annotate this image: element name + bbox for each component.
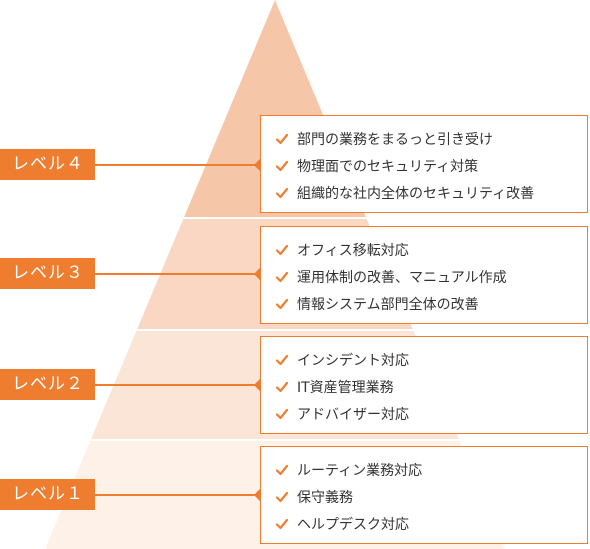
level-1-label: レベル１ [0,479,95,510]
check-icon [275,187,289,198]
list-item: 組織的な社内全体のセキュリティ改善 [275,179,587,206]
level-3-box: オフィス移転対応 運用体制の改善、マニュアル作成 情報システム部門全体の改善 [260,226,588,324]
list-item: 部門の業務をまるっと引き受け [275,125,587,152]
item-text: 運用体制の改善、マニュアル作成 [297,269,507,286]
level-2-connector [95,377,269,393]
list-item: アドバイザー対応 [275,400,587,427]
list-item: オフィス移転対応 [275,236,587,263]
list-item: 情報システム部門全体の改善 [275,290,587,317]
check-icon [275,518,289,529]
item-text: 物理面でのセキュリティ対策 [297,158,479,175]
item-text: ヘルプデスク対応 [297,516,409,533]
list-item: 物理面でのセキュリティ対策 [275,152,587,179]
item-text: 情報システム部門全体の改善 [297,296,479,313]
check-icon [275,354,289,365]
item-text: 組織的な社内全体のセキュリティ改善 [297,185,535,202]
level-3-label: レベル３ [0,258,95,289]
level-3-connector [95,266,269,282]
level-1-box: ルーティン業務対応 保守義務 ヘルプデスク対応 [260,446,588,544]
list-item: ルーティン業務対応 [275,456,587,483]
check-icon [275,271,289,282]
level-4-connector [95,157,269,173]
item-text: ルーティン業務対応 [297,462,423,479]
check-icon [275,244,289,255]
check-icon [275,133,289,144]
item-text: IT資産管理業務 [297,379,394,396]
check-icon [275,408,289,419]
list-item: 運用体制の改善、マニュアル作成 [275,263,587,290]
check-icon [275,464,289,475]
level-4-box: 部門の業務をまるっと引き受け 物理面でのセキュリティ対策 組織的な社内全体のセキ… [260,115,588,213]
check-icon [275,381,289,392]
item-text: オフィス移転対応 [297,242,409,259]
level-2-box: インシデント対応 IT資産管理業務 アドバイザー対応 [260,336,588,434]
level-1-connector [95,487,269,503]
check-icon [275,491,289,502]
item-text: インシデント対応 [297,352,409,369]
item-text: 保守義務 [297,489,353,506]
list-item: インシデント対応 [275,346,587,373]
level-4-label: レベル４ [0,149,95,180]
list-item: IT資産管理業務 [275,373,587,400]
item-text: 部門の業務をまるっと引き受け [297,131,493,148]
item-text: アドバイザー対応 [297,406,409,423]
level-2-label: レベル２ [0,369,95,400]
list-item: ヘルプデスク対応 [275,510,587,537]
list-item: 保守義務 [275,483,587,510]
check-icon [275,298,289,309]
check-icon [275,160,289,171]
